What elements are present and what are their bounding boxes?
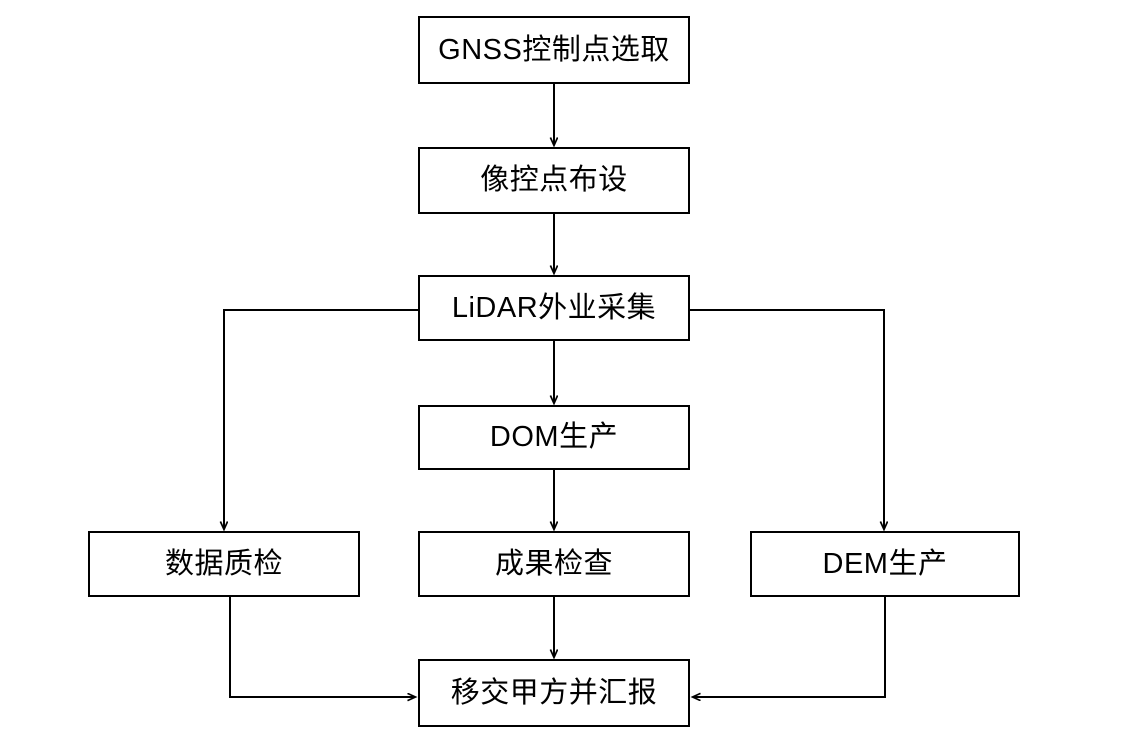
flowchart-node-gcp[interactable]: 像控点布设 — [418, 147, 690, 214]
flowchart-node-lidar[interactable]: LiDAR外业采集 — [418, 275, 690, 341]
node-label-dem: DEM生产 — [822, 547, 948, 580]
node-label-deliver: 移交甲方并汇报 — [450, 676, 658, 709]
node-label-dom: DOM生产 — [489, 421, 619, 453]
node-label-data-quality-check: 数据质检 — [164, 547, 283, 580]
flowchart-node-deliver[interactable]: 移交甲方并汇报 — [418, 659, 690, 727]
edge-lidar-to-dem — [690, 309, 884, 529]
edge-qc-to-deliver — [229, 597, 415, 697]
flowchart-node-gnss[interactable]: GNSS控制点选取 — [418, 16, 690, 84]
flowchart-node-dem[interactable]: DEM生产 — [750, 531, 1020, 597]
node-label-lidar: LiDAR外业采集 — [451, 291, 657, 324]
node-label-gcp: 像控点布设 — [480, 164, 628, 196]
flowchart-node-result-inspection[interactable]: 成果检查 — [418, 531, 690, 597]
flowchart-node-data-quality-check[interactable]: 数据质检 — [88, 531, 360, 597]
node-label-gnss: GNSS控制点选取 — [438, 33, 670, 66]
edge-lidar-to-qc — [224, 309, 418, 529]
edge-dem-to-deliver — [693, 597, 886, 697]
flowchart-node-dom[interactable]: DOM生产 — [418, 405, 690, 470]
node-label-result-inspection: 成果检查 — [494, 547, 613, 580]
